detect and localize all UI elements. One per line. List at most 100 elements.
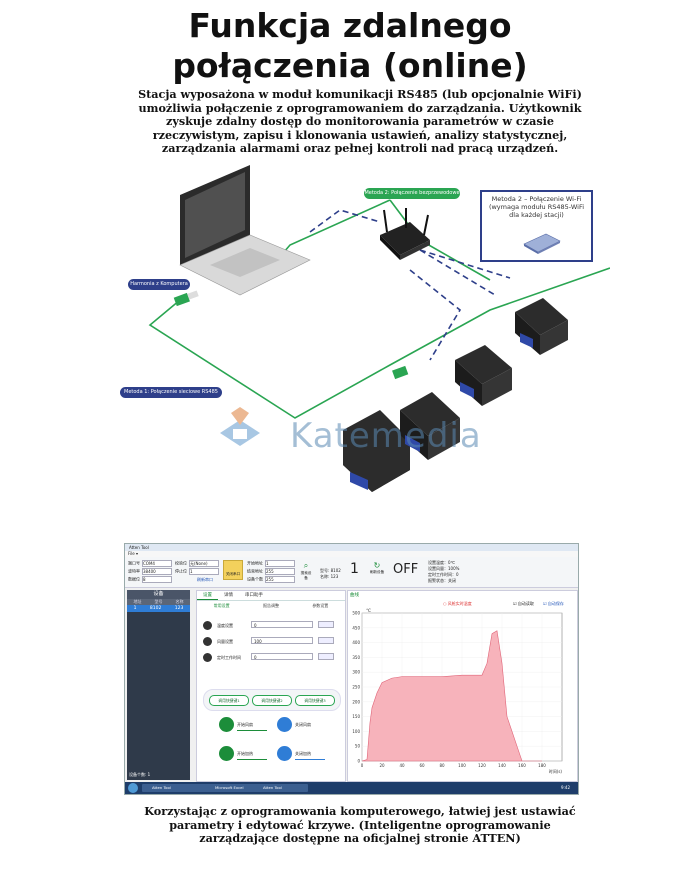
y-axis-label: ℃ [366, 608, 371, 614]
open-port-button[interactable]: 关闭串口 [223, 560, 243, 580]
station-icon [515, 298, 568, 355]
wind-select[interactable]: 100 [251, 637, 313, 644]
wifi-module-icon [523, 233, 561, 254]
data-bits-input[interactable]: 8 [142, 576, 172, 583]
device-model: 8102 [149, 606, 162, 611]
baud-input[interactable]: 38400 [142, 568, 172, 575]
rs485-cable [148, 267, 610, 419]
apply-temp-button[interactable] [318, 621, 334, 628]
auto-save-checkbox[interactable]: ☑ 自动保存 [543, 601, 564, 606]
tab-settings[interactable]: 设置 [197, 591, 218, 600]
search-icon: ⌕ [303, 561, 309, 570]
legend-temp-label: 风枪实时温度 [447, 601, 472, 606]
taskbar-clock: 9:42 [561, 785, 570, 790]
data-bits-label: 数据位 [128, 576, 140, 582]
heat-off-label: 关闭加热 [295, 751, 311, 756]
check-icon [219, 746, 234, 761]
stop-bits-input[interactable]: 1 [189, 568, 219, 575]
refresh-icon: ↻ [373, 561, 381, 570]
taskbar-item[interactable]: Atten Tool [142, 784, 212, 792]
temp-select[interactable]: 0 [251, 621, 313, 628]
y-tick-label: 0 [357, 759, 360, 764]
x-tick-label: 160 [518, 763, 526, 768]
device-row[interactable]: 1 8102 123 [127, 605, 190, 612]
label-rs485: Metoda 1: Połączenie sieciowe RS485 [120, 387, 222, 398]
parity-input[interactable]: 无(None) [189, 560, 219, 567]
stop-bits-label: 停止位 [175, 568, 187, 574]
subtab-params[interactable]: 参数设置 [312, 603, 329, 608]
model-label: 型号: 8102 [320, 568, 341, 573]
y-tick-label: 200 [352, 699, 360, 704]
auto-read-checkbox[interactable]: ☑ 自动读取 [513, 601, 534, 606]
apply-wind-button[interactable] [318, 637, 334, 644]
fan-icon [277, 717, 292, 732]
settings-tabs: 设置 详情 串口助手 [197, 591, 345, 601]
wifi-link-3 [419, 249, 511, 279]
caption-text: Korzystając z oprogramowania komputerowe… [144, 804, 576, 845]
wifi-note-text: Metoda 2 – Połączenie Wi-Fi (wymaga modu… [488, 195, 585, 219]
wind-set-status: 设置风量：100% [428, 566, 460, 571]
start-addr-input[interactable]: 1 [265, 560, 295, 567]
timer-select[interactable]: 0 [251, 653, 313, 660]
fan-icon [203, 637, 212, 646]
apply-timer-button[interactable] [318, 653, 334, 660]
file-menu[interactable]: File ▾ [125, 551, 578, 557]
fan-icon [219, 717, 234, 732]
tab-curve[interactable]: 曲线 [350, 593, 359, 598]
end-addr-input[interactable]: 255 [265, 568, 295, 575]
device-list-columns: 地址 型号 名称 [127, 599, 190, 605]
setting-row-timer: 定时工作时间 0 [203, 653, 339, 663]
search-button[interactable]: ⌕ 搜索设备 [299, 561, 313, 581]
device-name: 123 [174, 606, 184, 611]
setting-label: 温度设置 [217, 623, 233, 628]
y-tick-label: 450 [352, 625, 360, 630]
baud-label: 波特率 [128, 568, 140, 574]
parity-field[interactable]: 校验位无(None) [175, 560, 219, 567]
start-addr-label: 开始地址 [247, 560, 263, 566]
setting-label: 风量设置 [217, 639, 233, 644]
watermark-text: Katemedia [290, 416, 482, 456]
fan-off-label: 关闭风扇 [295, 722, 311, 727]
subtab-report[interactable]: 报告调整 [262, 603, 279, 608]
taskbar-item[interactable]: Microsoft Excel [205, 784, 260, 792]
device-count-footer: 设备个数: 1 [129, 772, 151, 777]
preset-button-3[interactable]: 调用快捷键3 [295, 695, 335, 706]
heat-on-label: 开始加热 [237, 751, 253, 756]
rs485-connector-icon [392, 365, 409, 380]
refresh-button[interactable]: ↻ 刷新设备 [369, 561, 385, 575]
column-header: 型号 [154, 599, 163, 604]
name-label: 名称: 123 [320, 574, 339, 579]
preset-button-2[interactable]: 调用快捷键2 [252, 695, 292, 706]
preset-button-1[interactable]: 调用快捷键1 [209, 695, 249, 706]
label-computer: Harmonia z Komputera [128, 279, 190, 290]
y-tick-label: 50 [355, 744, 361, 749]
device-count-label: 设备个数 [247, 576, 263, 582]
underline [237, 730, 267, 731]
legend-temp: ○ 风枪实时温度 [443, 601, 472, 606]
port-helper-link[interactable]: 刷新串口 [197, 577, 213, 582]
device-list-header: 设备 [127, 590, 190, 599]
taskbar-item[interactable]: Atten Tool [253, 784, 308, 792]
settings-panel: 设置 详情 串口助手 常用设置 报告调整 参数设置 温度设置 0 风量设置 10… [196, 590, 346, 782]
tab-serial-assistant[interactable]: 串口助手 [245, 593, 263, 598]
setting-row-temp: 温度设置 0 [203, 621, 339, 631]
laptop-icon [179, 165, 311, 296]
device-number: 1 [350, 561, 359, 577]
start-button[interactable] [128, 783, 138, 793]
tab-details[interactable]: 详情 [224, 593, 233, 598]
device-count-input[interactable]: 255 [265, 576, 295, 583]
device-address: 1 [133, 606, 137, 611]
x-tick-label: 80 [439, 763, 445, 768]
subtab-common[interactable]: 常用设置 [213, 603, 230, 608]
port-input[interactable]: COM4 [142, 560, 172, 567]
column-header: 地址 [133, 599, 142, 604]
